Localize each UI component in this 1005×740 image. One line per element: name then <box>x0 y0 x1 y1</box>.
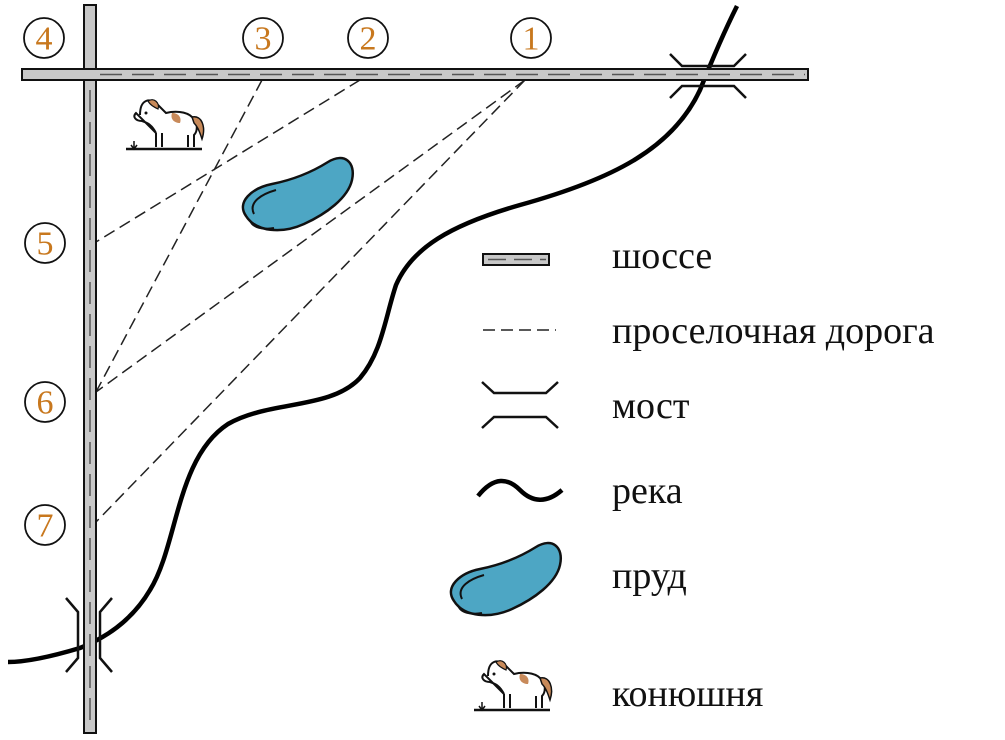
stable-horse-icon-legend <box>472 659 553 712</box>
svg-text:4: 4 <box>36 21 53 58</box>
dirt-roads <box>95 79 526 523</box>
point-4[interactable]: 4 <box>23 17 65 59</box>
point-7[interactable]: 7 <box>24 504 66 546</box>
svg-text:5: 5 <box>37 226 54 263</box>
pond <box>241 156 355 232</box>
bridge-left <box>65 597 113 673</box>
svg-text:3: 3 <box>255 21 272 58</box>
point-5[interactable]: 5 <box>24 222 66 264</box>
legend-label-bridge: мост <box>612 385 690 427</box>
horizontal-highway <box>21 68 809 81</box>
legend-label-river: река <box>612 470 683 512</box>
point-2[interactable]: 2 <box>347 17 389 59</box>
dirt-road-2-5 <box>95 79 361 243</box>
highway-icon <box>482 253 550 266</box>
river <box>7 4 740 665</box>
dirt-road-3-6 <box>95 79 263 393</box>
legend-item-stable: конюшня <box>472 659 763 715</box>
dirt-road-1-6 <box>95 79 526 393</box>
river-icon <box>476 478 564 502</box>
dirt-road-1-7 <box>95 79 526 523</box>
bridge-icon <box>481 381 559 429</box>
legend-label-highway: шоссе <box>612 235 712 277</box>
legend-item-dirt-road: проселочная дорога <box>483 310 935 352</box>
pond-icon <box>449 541 563 617</box>
legend-label-dirt-road: проселочная дорога <box>612 310 935 352</box>
point-1[interactable]: 1 <box>510 17 552 59</box>
stable-horse-icon <box>124 98 205 151</box>
svg-text:7: 7 <box>37 508 54 545</box>
legend-label-stable: конюшня <box>612 673 763 715</box>
legend-item-river: река <box>476 470 683 512</box>
legend-item-highway: шоссе <box>482 235 712 277</box>
legend-item-pond: пруд <box>449 541 687 617</box>
svg-text:2: 2 <box>360 21 377 58</box>
vertical-highway <box>83 4 97 734</box>
point-6[interactable]: 6 <box>24 381 66 423</box>
svg-text:6: 6 <box>37 385 54 422</box>
point-3[interactable]: 3 <box>242 17 284 59</box>
legend: шоссе проселочная дорога мост река пруд … <box>449 235 935 715</box>
legend-label-pond: пруд <box>612 555 687 597</box>
legend-item-bridge: мост <box>481 381 690 429</box>
bridge-top <box>669 53 747 99</box>
svg-text:1: 1 <box>523 21 540 58</box>
